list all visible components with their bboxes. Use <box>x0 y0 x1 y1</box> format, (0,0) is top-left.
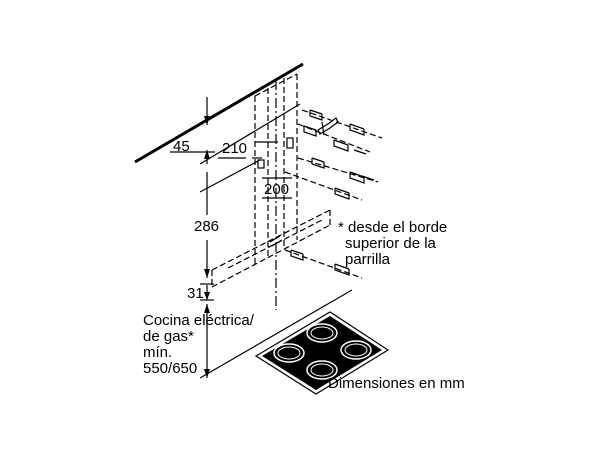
burner <box>340 340 372 360</box>
note-line-3: parrilla <box>345 251 391 268</box>
dim-200 <box>262 177 292 199</box>
burner <box>306 323 338 343</box>
cooktop-label-line-4: 550/650 <box>143 360 198 377</box>
dim-45 <box>170 97 301 165</box>
units-caption: Dimensiones en mm <box>328 375 465 392</box>
dim-31-label: 31 <box>187 285 204 302</box>
dim-31 <box>200 283 214 301</box>
dim-cooktop <box>199 289 353 379</box>
hood-outline <box>211 209 331 288</box>
cooktop <box>254 311 390 395</box>
chimney-outline <box>254 73 298 265</box>
dim-286 <box>199 159 261 278</box>
dim-286-label: 286 <box>194 218 220 235</box>
cooktop-label-line-1: Cocina eléctrica/ <box>143 312 254 329</box>
dim-210-label: 210 <box>222 140 248 157</box>
note-line-1: * desde el borde <box>338 219 448 236</box>
burner <box>306 360 338 380</box>
cooktop-label-line-2: de gas* <box>143 328 194 345</box>
ceiling <box>134 62 304 164</box>
note-line-2: superior de la <box>345 235 436 252</box>
cooktop-label-line-3: mín. <box>143 344 173 361</box>
lower-bracket <box>269 235 283 247</box>
dim-210 <box>218 141 278 159</box>
dim-200-label: 200 <box>264 181 290 198</box>
screws <box>290 109 375 276</box>
dim-45-label: 45 <box>173 138 190 155</box>
burner <box>273 343 305 363</box>
upper-bracket <box>317 117 339 136</box>
small-bracket <box>257 137 294 169</box>
